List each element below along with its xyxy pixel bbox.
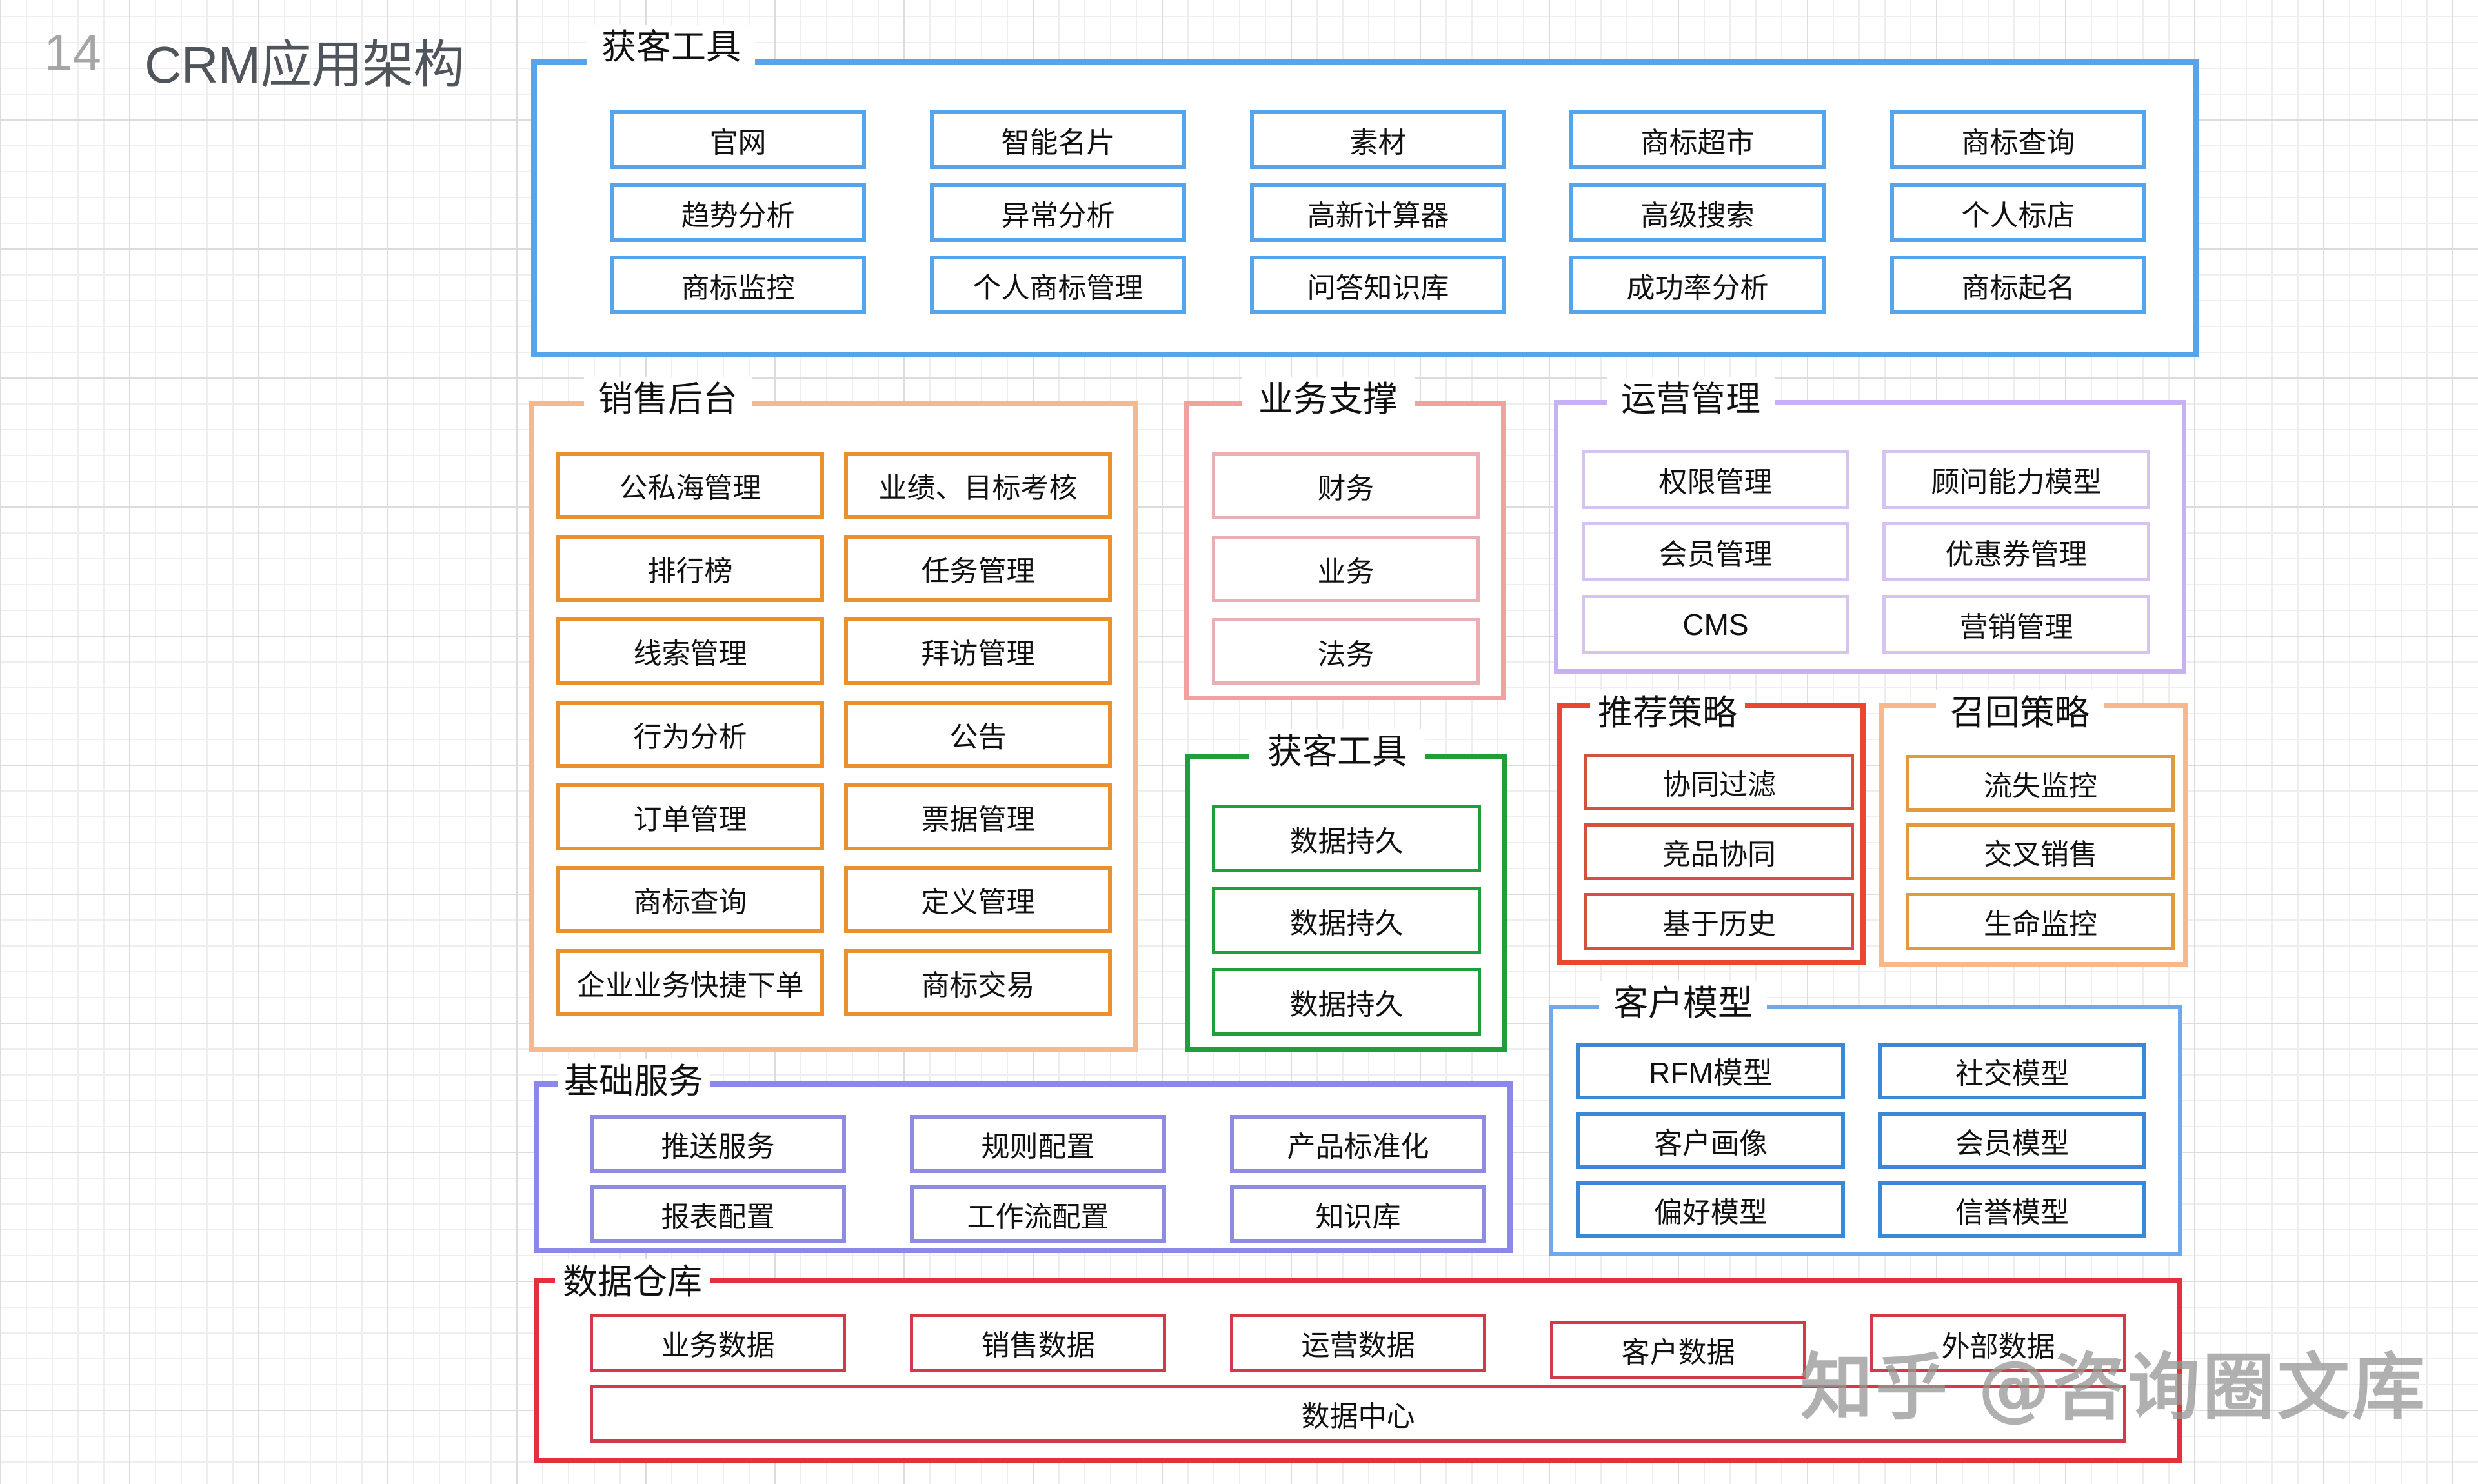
persistence-item[interactable]: 数据持久 xyxy=(1212,805,1481,872)
acquisition-tools-title: 获客工具 xyxy=(587,25,755,70)
customer-model-item[interactable]: 偏好模型 xyxy=(1576,1181,1845,1238)
sales-item[interactable]: 企业业务快捷下单 xyxy=(556,949,824,1016)
customer-model-item[interactable]: 客户画像 xyxy=(1576,1112,1845,1169)
base-service-item[interactable]: 推送服务 xyxy=(590,1115,846,1173)
operations-item[interactable]: 营销管理 xyxy=(1882,595,2150,654)
acquisition-item[interactable]: 个人标店 xyxy=(1890,183,2146,242)
sales-item[interactable]: 线索管理 xyxy=(556,617,824,685)
data-center-box[interactable]: 数据中心 xyxy=(590,1385,2126,1443)
persistence-item[interactable]: 数据持久 xyxy=(1212,887,1481,954)
data-source-item[interactable]: 外部数据 xyxy=(1870,1314,2126,1372)
data-source-item[interactable]: 业务数据 xyxy=(590,1314,846,1372)
acquisition-item[interactable]: 高级搜索 xyxy=(1569,183,1826,242)
recommendation-item[interactable]: 基于历史 xyxy=(1584,893,1854,950)
recommendation-strategy-title: 推荐策略 xyxy=(1590,690,1745,736)
customer-model-item[interactable]: 信誉模型 xyxy=(1878,1181,2146,1238)
operations-management-title: 运营管理 xyxy=(1607,377,1775,422)
acquisition-item[interactable]: 官网 xyxy=(610,110,866,169)
sales-item[interactable]: 票据管理 xyxy=(844,783,1112,850)
sales-item[interactable]: 业绩、目标考核 xyxy=(844,452,1112,519)
recommendation-item[interactable]: 协同过滤 xyxy=(1584,754,1854,810)
base-service-item[interactable]: 知识库 xyxy=(1230,1185,1486,1243)
acquisition-item[interactable]: 商标查询 xyxy=(1890,110,2146,169)
recall-item[interactable]: 生命监控 xyxy=(1906,893,2175,950)
sales-item[interactable]: 排行榜 xyxy=(556,535,824,602)
acquisition-item[interactable]: 素材 xyxy=(1250,110,1506,169)
base-service-item[interactable]: 工作流配置 xyxy=(910,1185,1166,1243)
page-number: 14 xyxy=(44,24,101,81)
operations-item[interactable]: 权限管理 xyxy=(1582,450,1849,509)
sales-item[interactable]: 商标查询 xyxy=(556,866,824,933)
sales-item[interactable]: 任务管理 xyxy=(844,535,1112,602)
page-title: CRM应用架构 xyxy=(145,36,465,94)
recommendation-item[interactable]: 竞品协同 xyxy=(1584,823,1854,880)
recall-item[interactable]: 流失监控 xyxy=(1906,755,2175,812)
acquisition-item[interactable]: 商标起名 xyxy=(1890,256,2146,314)
acquisition-item[interactable]: 成功率分析 xyxy=(1569,256,1826,314)
operations-item[interactable]: 会员管理 xyxy=(1582,522,1849,581)
persistence-item[interactable]: 数据持久 xyxy=(1212,968,1481,1036)
acquisition-item[interactable]: 异常分析 xyxy=(930,183,1186,242)
business-support-title: 业务支撑 xyxy=(1242,377,1415,422)
sales-backend-title: 销售后台 xyxy=(584,377,752,422)
acquisition-item[interactable]: 个人商标管理 xyxy=(930,256,1186,314)
support-item[interactable]: 财务 xyxy=(1212,452,1480,519)
base-service-item[interactable]: 规则配置 xyxy=(910,1115,1166,1173)
operations-item[interactable]: 优惠券管理 xyxy=(1882,522,2150,581)
acquisition-item[interactable]: 商标超市 xyxy=(1569,110,1826,169)
acquisition-item[interactable]: 高新计算器 xyxy=(1250,183,1506,242)
base-service-item[interactable]: 报表配置 xyxy=(590,1185,846,1243)
acquisition-tools-green-title: 获客工具 xyxy=(1249,729,1425,774)
customer-model-item[interactable]: 会员模型 xyxy=(1878,1112,2146,1169)
operations-item[interactable]: CMS xyxy=(1582,595,1849,654)
acquisition-item[interactable]: 商标监控 xyxy=(610,256,866,314)
sales-item[interactable]: 拜访管理 xyxy=(844,617,1112,685)
sales-item[interactable]: 公告 xyxy=(844,701,1112,768)
sales-item[interactable]: 商标交易 xyxy=(844,949,1112,1016)
data-source-item[interactable]: 客户数据 xyxy=(1550,1321,1806,1379)
sales-item[interactable]: 定义管理 xyxy=(844,866,1112,933)
acquisition-item[interactable]: 智能名片 xyxy=(930,110,1186,169)
customer-model-title: 客户模型 xyxy=(1599,981,1767,1026)
recall-item[interactable]: 交叉销售 xyxy=(1906,823,2175,880)
acquisition-item[interactable]: 问答知识库 xyxy=(1250,256,1506,314)
customer-model-item[interactable]: 社交模型 xyxy=(1878,1043,2146,1099)
base-service-item[interactable]: 产品标准化 xyxy=(1230,1115,1486,1173)
data-source-item[interactable]: 销售数据 xyxy=(910,1314,1166,1372)
base-services-title: 基础服务 xyxy=(558,1059,710,1104)
acquisition-item[interactable]: 趋势分析 xyxy=(610,183,866,242)
sales-item[interactable]: 公私海管理 xyxy=(556,452,824,519)
support-item[interactable]: 法务 xyxy=(1212,618,1480,685)
support-item[interactable]: 业务 xyxy=(1212,536,1480,602)
customer-model-item[interactable]: RFM模型 xyxy=(1576,1043,1845,1099)
recall-strategy-title: 召回策略 xyxy=(1936,690,2104,736)
data-source-item[interactable]: 运营数据 xyxy=(1230,1314,1486,1372)
operations-item[interactable]: 顾问能力模型 xyxy=(1882,450,2150,509)
sales-item[interactable]: 行为分析 xyxy=(556,701,824,768)
data-warehouse-title: 数据仓库 xyxy=(555,1259,710,1305)
sales-item[interactable]: 订单管理 xyxy=(556,783,824,850)
